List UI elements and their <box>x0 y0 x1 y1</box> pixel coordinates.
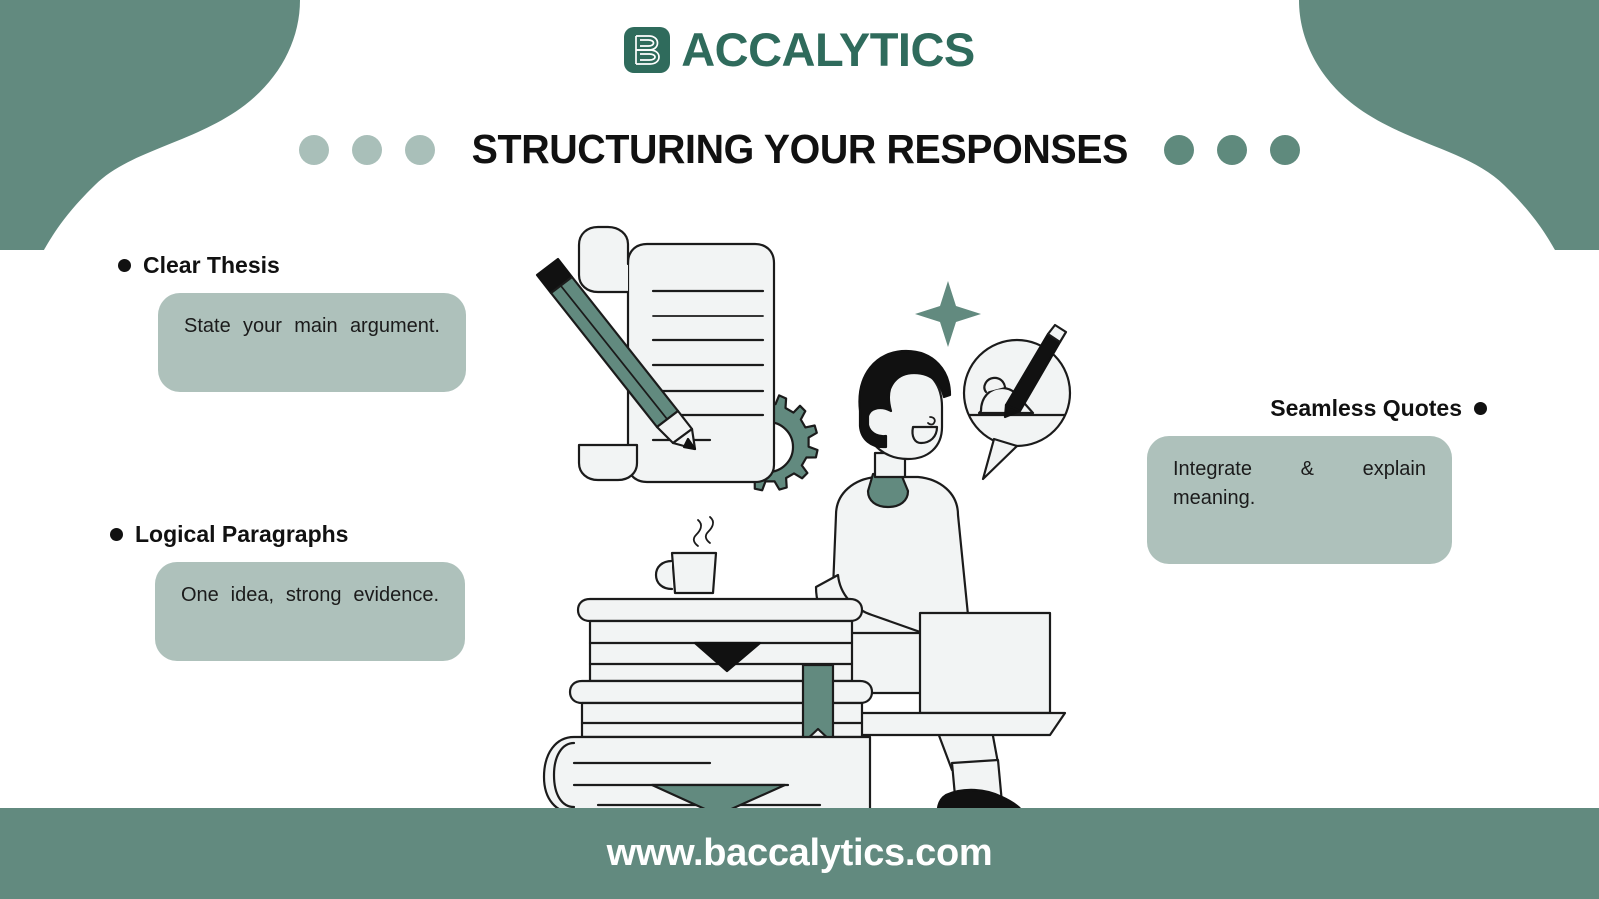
card-body-logical-paragraphs: One idea, strong evidence. <box>155 562 465 661</box>
card-heading-text: Seamless Quotes <box>1270 395 1462 421</box>
footer-website[interactable]: www.baccalytics.com <box>606 832 993 874</box>
title-dots-right <box>1164 134 1301 165</box>
card-logical-paragraphs: Logical Paragraphs One idea, strong evid… <box>110 521 465 661</box>
bullet-dot-icon <box>1474 402 1487 415</box>
page-title: STRUCTURING YOUR RESPONSES <box>471 126 1128 172</box>
sparkle-icon <box>915 281 981 347</box>
bullet-dot-icon <box>118 259 131 272</box>
card-heading-text: Logical Paragraphs <box>135 521 349 547</box>
card-body-clear-thesis: State your main argument. <box>158 293 466 392</box>
bullet-dot-icon <box>110 528 123 541</box>
corner-blob-left <box>0 0 330 250</box>
b-monogram-icon <box>624 26 671 73</box>
speech-bubble-hand-pen-icon <box>962 323 1072 481</box>
card-heading-clear-thesis: Clear Thesis <box>118 252 466 279</box>
page-title-row: STRUCTURING YOUR RESPONSES <box>0 126 1599 173</box>
brand-wordmark: ACCALYTICS <box>681 26 975 73</box>
card-body-text: Integrate & explain meaning. <box>1173 458 1426 509</box>
title-dot-left-2 <box>351 134 382 165</box>
student-writing-on-laptop-illustration: .pp { fill:#f2f4f4; stroke:#1b1b1b; stro… <box>520 215 1120 815</box>
footer-bar: www.baccalytics.com <box>0 808 1599 899</box>
title-dots-left <box>298 134 435 165</box>
title-dot-right-3 <box>1270 134 1301 165</box>
card-heading-seamless-quotes: Seamless Quotes <box>1147 395 1487 422</box>
card-clear-thesis: Clear Thesis State your main argument. <box>118 252 466 392</box>
laptop-icon <box>796 611 1067 737</box>
card-seamless-quotes: Seamless Quotes Integrate & explain mean… <box>1147 395 1487 564</box>
card-heading-logical-paragraphs: Logical Paragraphs <box>110 521 465 548</box>
pencil-icon <box>535 257 697 451</box>
title-dot-left-3 <box>404 134 435 165</box>
card-heading-text: Clear Thesis <box>143 252 280 278</box>
coffee-mug-icon <box>654 516 718 595</box>
title-dot-left-1 <box>298 134 329 165</box>
book-stack-icon <box>542 597 874 815</box>
title-dot-right-2 <box>1217 134 1248 165</box>
title-dot-right-1 <box>1164 134 1195 165</box>
brand-logo: ACCALYTICS <box>0 26 1599 73</box>
card-body-text: One idea, strong evidence. <box>181 584 439 606</box>
corner-blob-right <box>1269 0 1599 250</box>
card-body-seamless-quotes: Integrate & explain meaning. <box>1147 436 1452 564</box>
brand-wordmark-text: ACCALYTICS <box>681 23 975 76</box>
card-body-text: State your main argument. <box>184 315 440 337</box>
